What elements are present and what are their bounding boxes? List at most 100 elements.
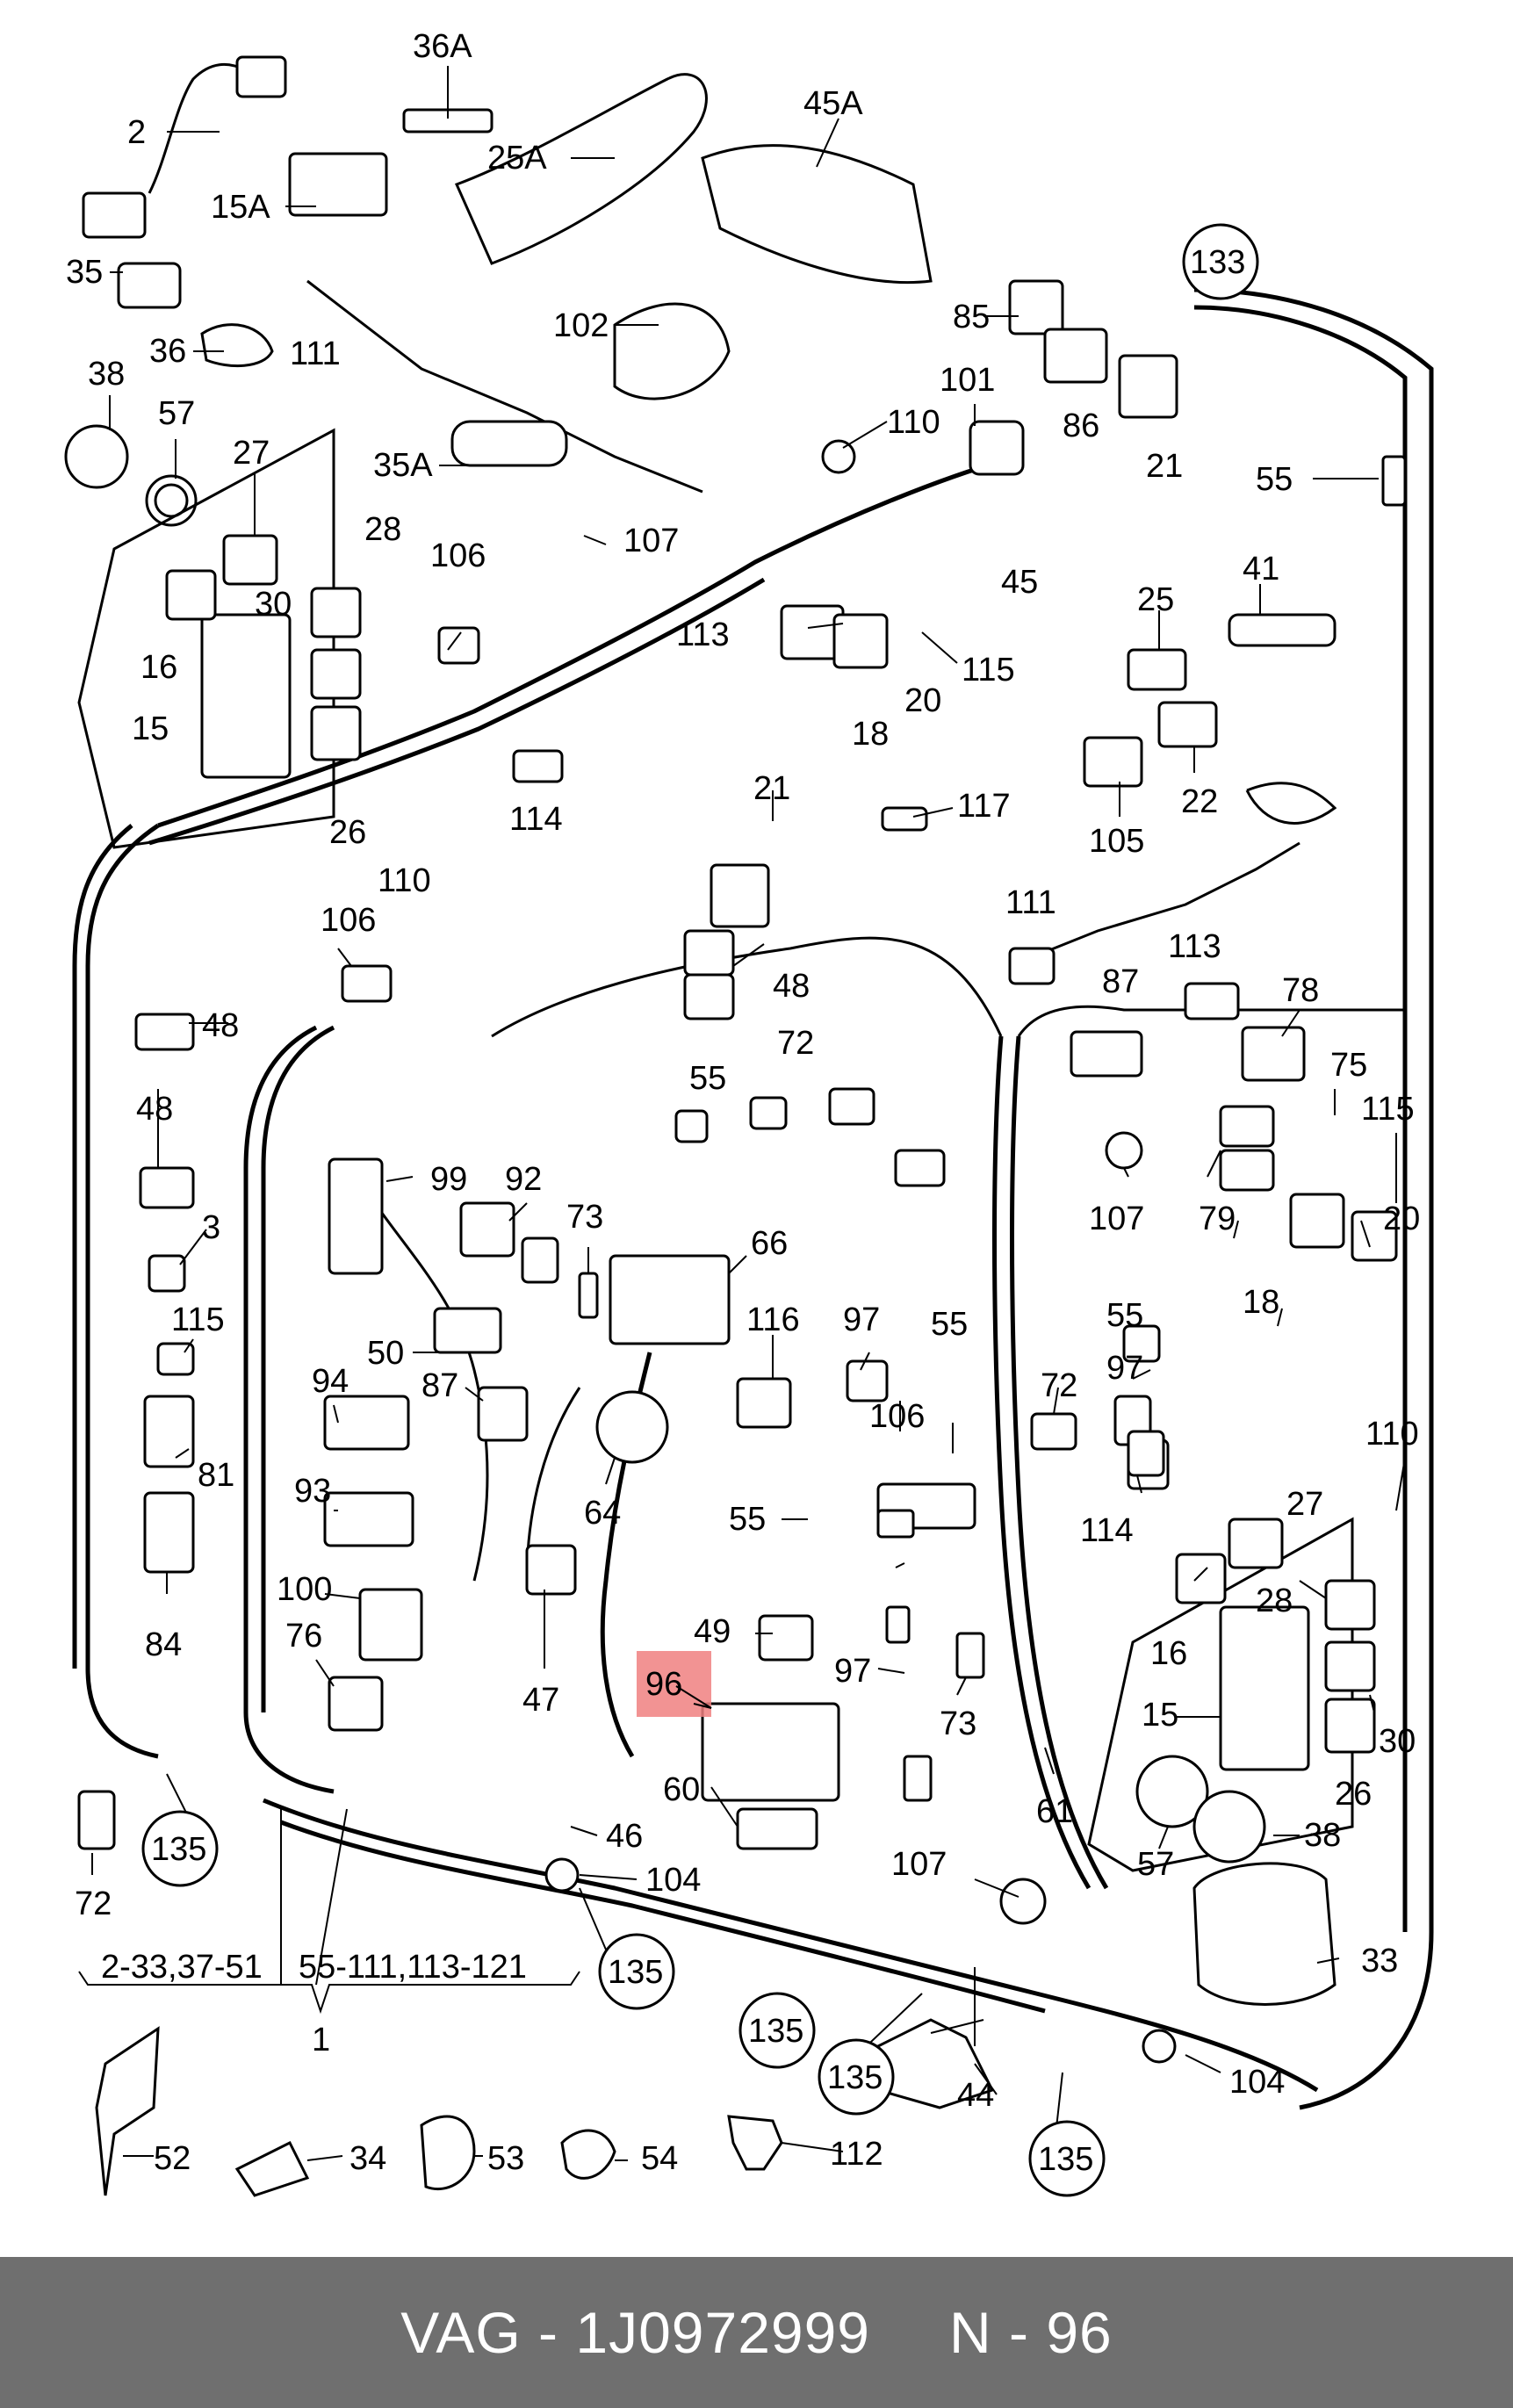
label-64: 64: [584, 1495, 621, 1532]
label-107-top: 107: [623, 523, 679, 559]
label-16-right: 16: [1150, 1635, 1187, 1672]
label-105: 105: [1089, 823, 1144, 860]
label-72-lower: 72: [75, 1885, 112, 1922]
label-107-lower: 107: [891, 1846, 947, 1883]
position-text: N - 96: [949, 2300, 1113, 2365]
label-38-right: 38: [1304, 1817, 1341, 1854]
label-28-right: 28: [1256, 1583, 1293, 1619]
label-96: 96: [645, 1666, 682, 1703]
diagram-canvas: 2 36A 25A 45A 15A 35 36 111 38 57 27 35A…: [64, 28, 1434, 2197]
wiring-harness-diagram: 2 36A 25A 45A 15A 35 36 111 38 57 27 35A…: [64, 28, 1434, 2197]
label-117: 117: [957, 788, 1011, 825]
label-79: 79: [1199, 1200, 1236, 1237]
label-22: 22: [1181, 783, 1218, 820]
label-135-c: 135: [748, 2013, 803, 2050]
label-48-left: 48: [202, 1007, 239, 1044]
label-133: 133: [1190, 244, 1245, 281]
label-44: 44: [957, 2077, 994, 2114]
label-range-right: 55-111,113-121: [299, 1949, 527, 1986]
label-18-right: 18: [1243, 1284, 1279, 1321]
label-73-lower: 73: [940, 1705, 976, 1742]
label-106-top: 106: [430, 537, 486, 574]
label-113-right: 113: [1168, 928, 1221, 965]
label-66: 66: [751, 1225, 788, 1262]
label-104-lower: 104: [1229, 2064, 1285, 2101]
label-16: 16: [140, 649, 177, 686]
label-111: 111: [290, 335, 341, 372]
label-72-top: 72: [777, 1025, 814, 1062]
right-fuse-panel: [1087, 1517, 1376, 2006]
label-135-e: 135: [1038, 2141, 1093, 2178]
label-113-top: 113: [676, 616, 730, 653]
label-15-left: 15: [132, 710, 169, 747]
label-55-mid: 55: [689, 1060, 726, 1097]
label-30: 30: [255, 586, 292, 623]
label-99: 99: [430, 1161, 467, 1198]
label-45A: 45A: [803, 85, 863, 122]
label-27: 27: [233, 435, 270, 472]
part-number-footer: VAG - 1J0972999 N - 96: [0, 2257, 1513, 2408]
label-106-mid: 106: [321, 902, 376, 939]
top-right-parts: [1008, 279, 1407, 1020]
label-75: 75: [1330, 1047, 1367, 1084]
label-55-center: 55: [931, 1306, 968, 1343]
label-135-d: 135: [827, 2059, 883, 2096]
label-115-left: 115: [171, 1301, 225, 1338]
label-86: 86: [1063, 407, 1099, 444]
label-116: 116: [746, 1301, 800, 1338]
label-112: 112: [830, 2136, 883, 2173]
label-3: 3: [202, 1209, 220, 1246]
label-52: 52: [154, 2140, 191, 2177]
label-21-mid: 21: [753, 770, 790, 807]
label-87-mid: 87: [421, 1367, 458, 1404]
label-27-right: 27: [1286, 1486, 1323, 1523]
label-87-right: 87: [1102, 963, 1139, 1000]
label-111-right: 111: [1005, 884, 1056, 921]
label-20-right: 20: [1383, 1200, 1420, 1237]
label-45: 45: [1001, 564, 1038, 601]
label-25: 25: [1137, 581, 1174, 618]
label-107-right: 107: [1089, 1200, 1144, 1237]
label-135-a: 135: [151, 1831, 206, 1868]
label-72-right: 72: [1041, 1367, 1077, 1404]
label-110-top: 110: [887, 404, 940, 441]
label-30-right: 30: [1379, 1723, 1416, 1760]
label-35: 35: [66, 254, 103, 291]
label-110-mid: 110: [378, 862, 431, 899]
label-78: 78: [1282, 972, 1319, 1009]
label-100: 100: [277, 1571, 332, 1608]
label-28: 28: [364, 511, 401, 548]
label-21-top: 21: [1146, 448, 1183, 485]
part-number-text: VAG - 1J0972999: [400, 2300, 871, 2365]
label-114-top: 114: [509, 801, 563, 838]
label-47: 47: [522, 1682, 559, 1719]
label-61: 61: [1036, 1793, 1073, 1830]
label-94: 94: [312, 1363, 349, 1400]
top-left-parts: [64, 55, 1025, 527]
label-55-lower: 55: [729, 1501, 766, 1538]
label-49: 49: [694, 1613, 731, 1650]
label-48-mid: 48: [773, 968, 810, 1005]
label-93: 93: [294, 1473, 331, 1510]
label-81: 81: [198, 1457, 234, 1494]
center-connectors: [77, 604, 1398, 2064]
label-60: 60: [663, 1771, 700, 1808]
label-2: 2: [127, 114, 146, 151]
label-15A: 15A: [211, 189, 270, 226]
label-115-top: 115: [962, 652, 1015, 689]
label-50: 50: [367, 1335, 404, 1372]
label-55-right: 55: [1106, 1297, 1143, 1334]
label-57: 57: [158, 395, 195, 432]
label-18-top: 18: [852, 716, 889, 753]
label-34: 34: [349, 2140, 386, 2177]
label-26-right: 26: [1335, 1776, 1372, 1813]
label-range-left: 2-33,37-51: [101, 1949, 263, 1986]
label-48-lower: 48: [136, 1091, 173, 1128]
label-46: 46: [606, 1818, 643, 1855]
label-54: 54: [641, 2140, 678, 2177]
label-41: 41: [1243, 551, 1279, 588]
label-97-mid: 97: [843, 1301, 880, 1338]
label-110-right: 110: [1365, 1416, 1419, 1453]
label-36A: 36A: [413, 28, 472, 65]
label-15-right: 15: [1142, 1697, 1178, 1734]
